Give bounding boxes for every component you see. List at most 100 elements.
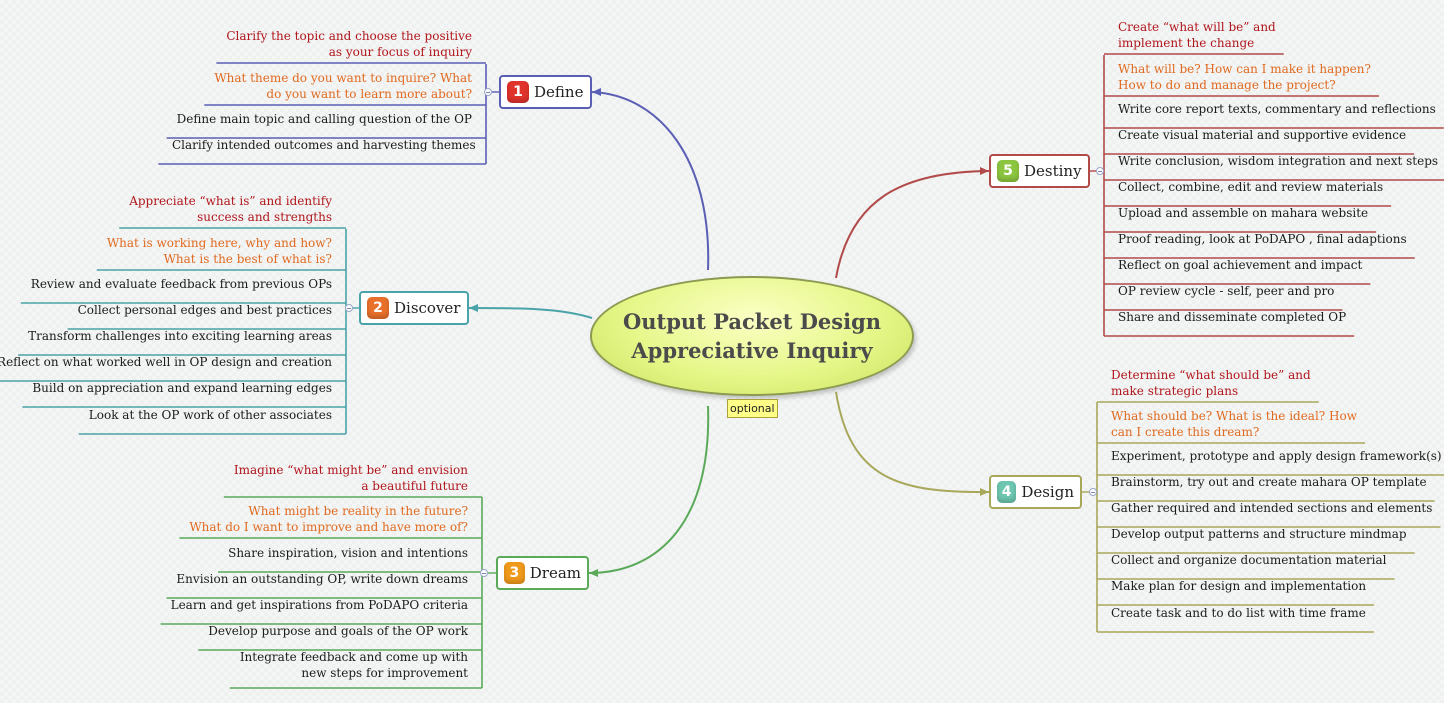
subtopic-item-line: Proof reading, look at PoDAPO , final ad… [1118, 232, 1407, 246]
subtopic-item[interactable]: Collect, combine, edit and review materi… [1118, 179, 1438, 205]
goal-text-line: Determine “what should be” and [1111, 368, 1311, 382]
collapse-toggle-icon[interactable] [345, 304, 353, 312]
subtopic-item-line: Gather required and intended sections an… [1111, 501, 1433, 515]
subtopic-item-line: Reflect on goal achievement and impact [1118, 258, 1363, 272]
question-text[interactable]: What is working here, why and how? What i… [0, 235, 332, 269]
question-text-line: What might be reality in the future? [248, 504, 468, 518]
subtopic-item-line: Build on appreciation and expand learnin… [32, 381, 332, 395]
subtopic-item-line: Upload and assemble on mahara website [1118, 206, 1369, 220]
number-5-icon: 5 [997, 160, 1019, 182]
topic-label: Dream [529, 564, 581, 582]
subtopic-item[interactable]: Experiment, prototype and apply design f… [1111, 448, 1442, 474]
topic-label: Define [534, 83, 584, 101]
subtopic-item[interactable]: Learn and get inspirations from PoDAPO c… [163, 597, 468, 623]
question-text[interactable]: What should be? What is the ideal? How ca… [1111, 408, 1441, 442]
destiny-arrowhead [980, 167, 989, 175]
subtopic-item-line: Collect and organize documentation mater… [1111, 553, 1387, 567]
subtopic-item[interactable]: Upload and assemble on mahara website [1118, 205, 1438, 231]
collapse-toggle-icon[interactable] [484, 88, 492, 96]
subtopic-item[interactable]: Transform challenges into exciting learn… [0, 328, 332, 354]
question-text-line: What is working here, why and how? [106, 236, 332, 250]
collapse-toggle-icon[interactable] [1089, 488, 1097, 496]
subtopic-item[interactable]: Envision an outstanding OP, write down d… [163, 571, 468, 597]
subtopic-item[interactable]: Share and disseminate completed OP [1118, 309, 1438, 335]
topic-label: Design [1021, 483, 1074, 501]
optional-label: optional [727, 399, 778, 418]
question-text-line: What will be? How can I make it happen? [1118, 62, 1371, 76]
subtopic-item-line: Transform challenges into exciting learn… [28, 329, 332, 343]
discover-main-connector [468, 307, 593, 319]
define-main-connector [591, 91, 710, 271]
dream-arrowhead [589, 569, 598, 577]
question-text[interactable]: What might be reality in the future? What… [163, 503, 468, 537]
central-topic[interactable]: Output Packet Design Appreciative Inquir… [590, 276, 914, 396]
subtopic-item-line: new steps for improvement [301, 666, 468, 680]
subtopic-item[interactable]: Clarify intended outcomes and harvesting… [172, 137, 476, 163]
goal-text[interactable]: Clarify the topic and choose the positiv… [172, 28, 472, 62]
subtopic-item[interactable]: Write core report texts, commentary and … [1118, 101, 1438, 127]
collapse-toggle-icon[interactable] [1096, 167, 1104, 175]
topic-label: Discover [394, 299, 461, 317]
question-text-line: What is the best of what is? [163, 252, 332, 266]
subtopic-item[interactable]: Define main topic and calling question o… [172, 111, 472, 137]
collapse-toggle-icon[interactable] [480, 569, 488, 577]
question-text-line: do you want to learn more about? [266, 87, 472, 101]
discover-arrowhead [469, 304, 478, 312]
subtopic-item-line: Define main topic and calling question o… [176, 112, 472, 126]
number-2-icon: 2 [367, 297, 389, 319]
question-text-line: How to do and manage the project? [1118, 78, 1336, 92]
question-text-line: can I create this dream? [1111, 425, 1260, 439]
subtopic-item[interactable]: Reflect on what worked well in OP design… [0, 354, 332, 380]
number-1-icon: 1 [507, 81, 529, 103]
question-text-line: What should be? What is the ideal? How [1111, 409, 1358, 423]
subtopic-item[interactable]: Write conclusion, wisdom integration and… [1118, 153, 1438, 179]
goal-text-line: make strategic plans [1111, 384, 1239, 398]
subtopic-item[interactable]: Review and evaluate feedback from previo… [0, 276, 332, 302]
subtopic-item-line: Create visual material and supportive ev… [1118, 128, 1407, 142]
subtopic-item[interactable]: Share inspiration, vision and intentions [163, 545, 468, 571]
subtopic-item[interactable]: OP review cycle - self, peer and pro [1118, 283, 1438, 309]
subtopic-item-line: OP review cycle - self, peer and pro [1118, 284, 1335, 298]
dream-main-connector [588, 405, 710, 574]
subtopic-item-line: Clarify intended outcomes and harvesting… [172, 138, 476, 152]
subtopic-item[interactable]: Create task and to do list with time fra… [1111, 605, 1441, 631]
subtopic-item-line: Develop purpose and goals of the OP work [208, 624, 468, 638]
subtopic-item[interactable]: Develop purpose and goals of the OP work [163, 623, 468, 649]
central-title-line-2: Appreciative Inquiry [631, 338, 873, 363]
topic-define[interactable]: 1 Define [499, 75, 592, 109]
subtopic-item-line: Share inspiration, vision and intentions [228, 546, 468, 560]
subtopic-item[interactable]: Create visual material and supportive ev… [1118, 127, 1438, 153]
subtopic-item[interactable]: Brainstorm, try out and create mahara OP… [1111, 474, 1441, 500]
design-arrowhead [980, 488, 989, 496]
subtopic-item[interactable]: Reflect on goal achievement and impact [1118, 257, 1438, 283]
subtopic-item[interactable]: Make plan for design and implementation [1111, 578, 1441, 604]
question-text[interactable]: What will be? How can I make it happen? H… [1118, 61, 1438, 95]
goal-text-line: as your focus of inquiry [328, 45, 472, 59]
subtopic-item[interactable]: Collect and organize documentation mater… [1111, 552, 1441, 578]
goal-text[interactable]: Determine “what should be” and make strat… [1111, 367, 1441, 401]
subtopic-item-line: Integrate feedback and come up with [239, 650, 468, 664]
subtopic-item[interactable]: Collect personal edges and best practice… [0, 302, 332, 328]
subtopic-item[interactable]: Integrate feedback and come up with new s… [163, 649, 468, 687]
subtopic-item[interactable]: Look at the OP work of other associates [0, 407, 332, 433]
goal-text-line: Create “what will be” and [1118, 20, 1276, 34]
subtopic-item[interactable]: Develop output patterns and structure mi… [1111, 526, 1441, 552]
subtopic-item[interactable]: Build on appreciation and expand learnin… [0, 380, 332, 406]
subtopic-item-line: Collect, combine, edit and review materi… [1118, 180, 1384, 194]
subtopic-item[interactable]: Proof reading, look at PoDAPO , final ad… [1118, 231, 1438, 257]
subtopic-item-line: Experiment, prototype and apply design f… [1111, 449, 1442, 463]
central-title-line-1: Output Packet Design [622, 309, 882, 334]
subtopic-item[interactable]: Gather required and intended sections an… [1111, 500, 1441, 526]
define-arrowhead [592, 88, 601, 96]
question-text-line: What do I want to improve and have more … [189, 520, 468, 534]
topic-discover[interactable]: 2 Discover [359, 291, 469, 325]
goal-text-line: Clarify the topic and choose the positiv… [226, 29, 472, 43]
